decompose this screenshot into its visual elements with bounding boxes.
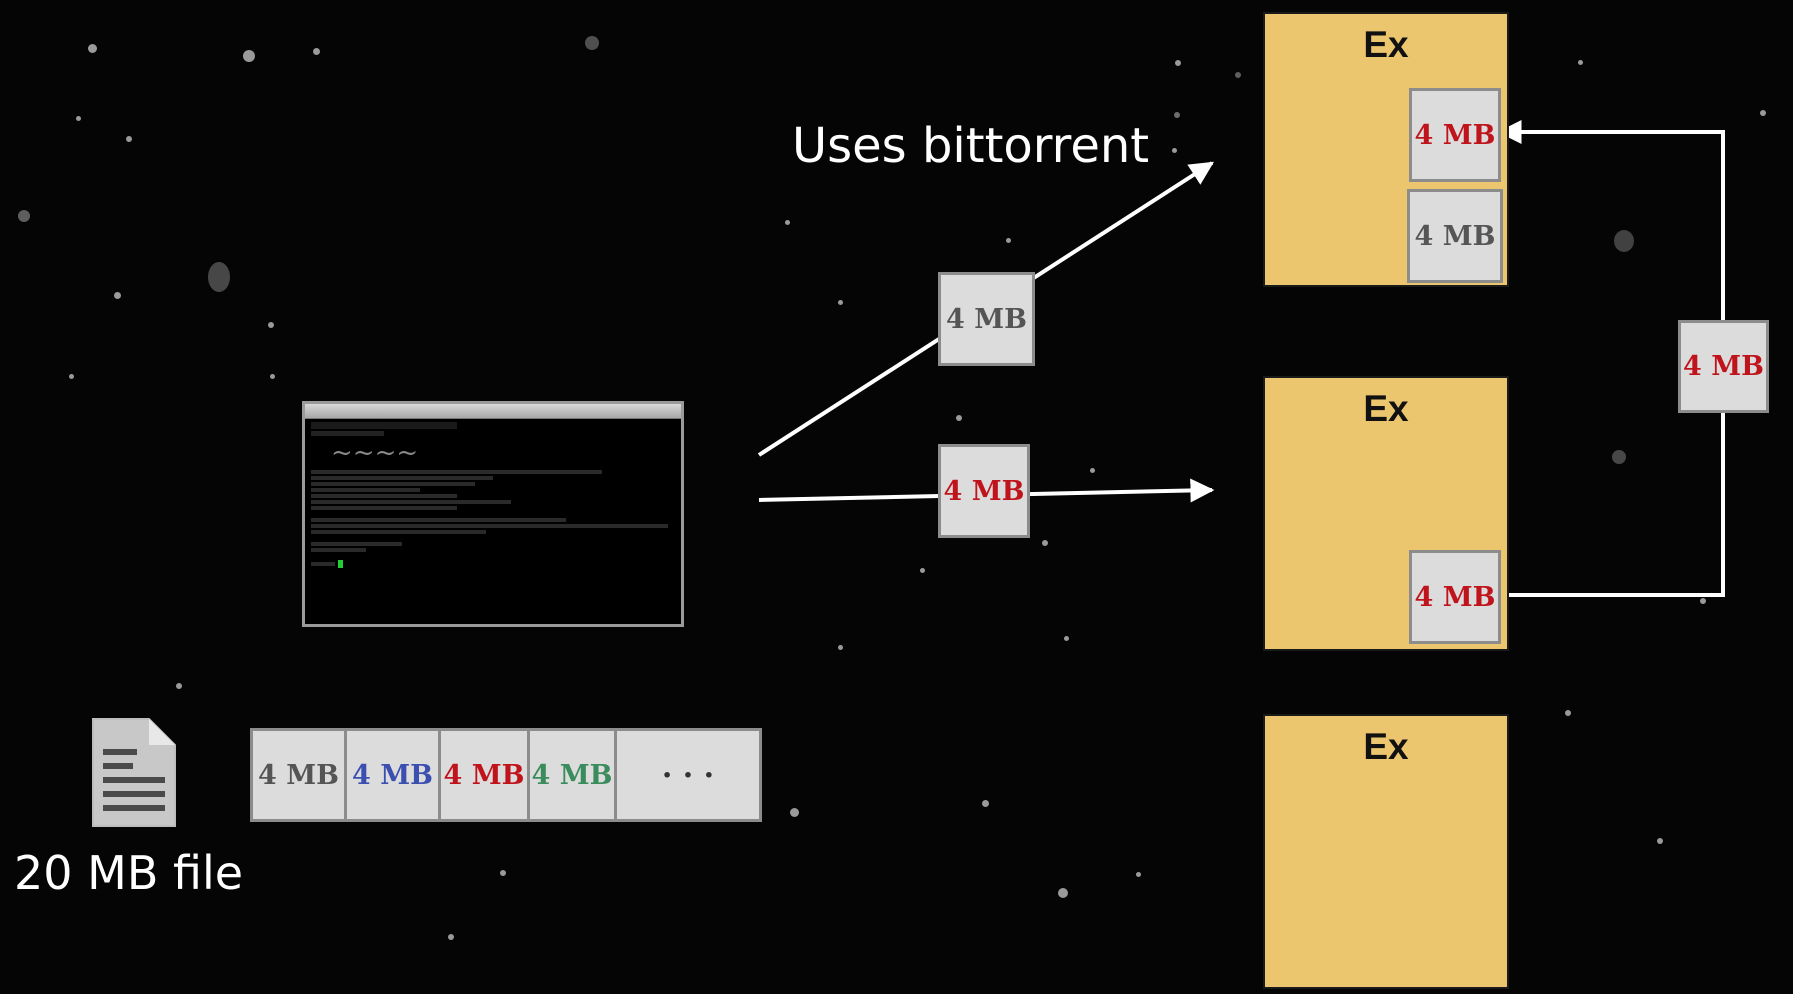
executor-1-chunk-1: 4 MB bbox=[1409, 88, 1501, 182]
spark-shell-window: ~~~~ bbox=[302, 401, 684, 627]
executor-1-title: Ex bbox=[1363, 24, 1409, 65]
transit-chunk-upper: 4 MB bbox=[938, 272, 1035, 366]
terminal-titlebar bbox=[305, 404, 681, 419]
file-label: 20 MB file bbox=[14, 846, 244, 900]
executor-2: Ex 4 MB bbox=[1263, 376, 1509, 651]
executor-3-title: Ex bbox=[1363, 726, 1409, 767]
terminal-output: ~~~~ bbox=[305, 419, 681, 571]
bittorrent-caption: Uses bittorrent bbox=[792, 118, 1150, 174]
transit-chunk-middle: 4 MB bbox=[938, 444, 1030, 538]
transit-chunk-right: 4 MB bbox=[1678, 320, 1769, 413]
executor-1-chunk-2: 4 MB bbox=[1407, 189, 1503, 283]
strip-chunk-4: 4 MB bbox=[530, 731, 617, 819]
executor-2-title: Ex bbox=[1363, 388, 1409, 429]
executor-1: Ex 4 MB 4 MB bbox=[1263, 12, 1509, 287]
strip-chunk-3: 4 MB bbox=[441, 731, 530, 819]
document-icon bbox=[89, 715, 179, 830]
strip-chunk-2: 4 MB bbox=[347, 731, 441, 819]
file-chunk-strip: 4 MB 4 MB 4 MB 4 MB · · · bbox=[250, 728, 762, 822]
strip-chunk-1: 4 MB bbox=[253, 731, 347, 819]
strip-ellipsis: · · · bbox=[661, 757, 715, 793]
executor-2-chunk-1: 4 MB bbox=[1409, 550, 1501, 644]
executor-3: Ex bbox=[1263, 714, 1509, 989]
